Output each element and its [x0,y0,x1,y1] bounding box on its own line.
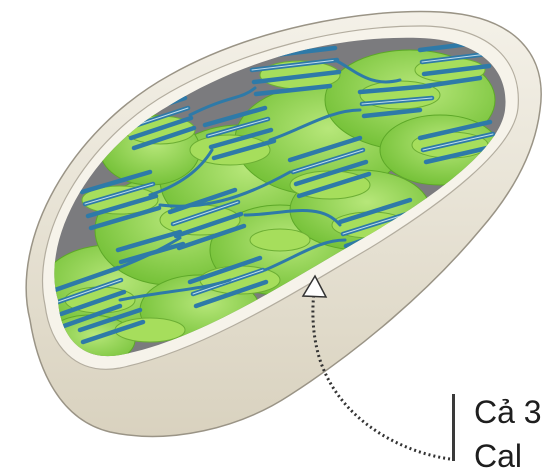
callout-text-line1: Cả 3 [474,396,542,428]
chloroplast-diagram [0,0,547,461]
callout-text-line2: Cal [474,440,522,472]
callout-divider [452,394,455,461]
